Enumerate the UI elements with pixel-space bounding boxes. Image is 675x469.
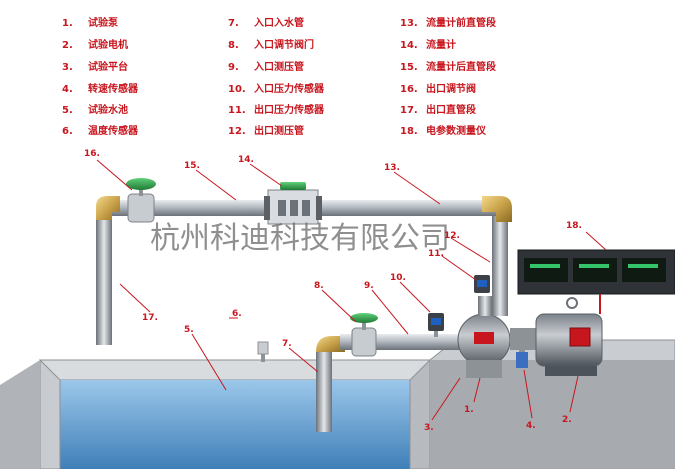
outlet-riser-pipe — [492, 206, 508, 316]
legend-item: 2.试验电机 — [62, 40, 128, 51]
outlet-pressure-sensor — [474, 275, 490, 293]
label-18: 18. — [566, 221, 582, 231]
label-15: 15. — [184, 161, 200, 171]
water-tank — [0, 358, 431, 469]
top-right-elbow — [482, 196, 512, 222]
legend-item: 14.流量计 — [400, 40, 456, 51]
legend-item: 4.转速传感器 — [62, 84, 138, 95]
legend-item: 6.温度传感器 — [62, 126, 138, 137]
label-16: 16. — [84, 149, 100, 159]
legend-item: 13.流量计前直管段 — [400, 18, 496, 29]
legend-item: 18.电参数测量仪 — [400, 126, 486, 137]
label-17: 17. — [142, 313, 158, 323]
legend-item: 5.试验水池 — [62, 105, 128, 116]
legend-item: 8.入口调节阀门 — [228, 40, 314, 51]
legend-item: 15.流量计后直管段 — [400, 62, 496, 73]
legend-item: 12.出口测压管 — [228, 126, 304, 137]
legend-item: 16.出口调节阀 — [400, 84, 476, 95]
flow-meter — [264, 182, 322, 225]
label-12: 12. — [444, 231, 460, 241]
label-6: 6. — [232, 309, 242, 319]
legend: 1.试验泵 2.试验电机 3.试验平台 4.转速传感器 5.试验水池 6.温度传… — [0, 0, 675, 140]
label-10: 10. — [390, 273, 406, 283]
legend-item: 1.试验泵 — [62, 18, 118, 29]
temperature-sensor — [257, 341, 269, 362]
label-8: 8. — [314, 281, 324, 291]
label-9: 9. — [364, 281, 374, 291]
legend-item: 17.出口直管段 — [400, 105, 476, 116]
label-5: 5. — [184, 325, 194, 335]
outlet-straight-pipe — [96, 220, 112, 345]
label-3: 3. — [424, 423, 434, 433]
label-13: 13. — [384, 163, 400, 173]
outlet-valve — [126, 178, 156, 223]
test-pump — [457, 296, 511, 378]
watermark: 杭州科迪科技有限公司 — [150, 221, 450, 256]
test-motor — [510, 297, 603, 376]
legend-item: 11.出口压力传感器 — [228, 105, 324, 116]
label-14: 14. — [238, 155, 254, 165]
inlet-pressure-sensor — [428, 313, 444, 337]
label-1: 1. — [464, 405, 474, 415]
legend-item: 10.入口压力传感器 — [228, 84, 324, 95]
top-left-elbow — [96, 196, 120, 222]
inlet-valve — [350, 313, 378, 357]
label-2: 2. — [562, 415, 572, 425]
label-11: 11. — [428, 249, 444, 259]
label-4: 4. — [526, 421, 536, 431]
inlet-elbow — [316, 336, 345, 352]
legend-item: 9.入口测压管 — [228, 62, 304, 73]
electrical-parameter-meter — [517, 249, 675, 314]
inlet-suction-pipe — [316, 352, 332, 432]
legend-item: 3.试验平台 — [62, 62, 128, 73]
legend-item: 7.入口入水管 — [228, 18, 304, 29]
label-7: 7. — [282, 339, 292, 349]
